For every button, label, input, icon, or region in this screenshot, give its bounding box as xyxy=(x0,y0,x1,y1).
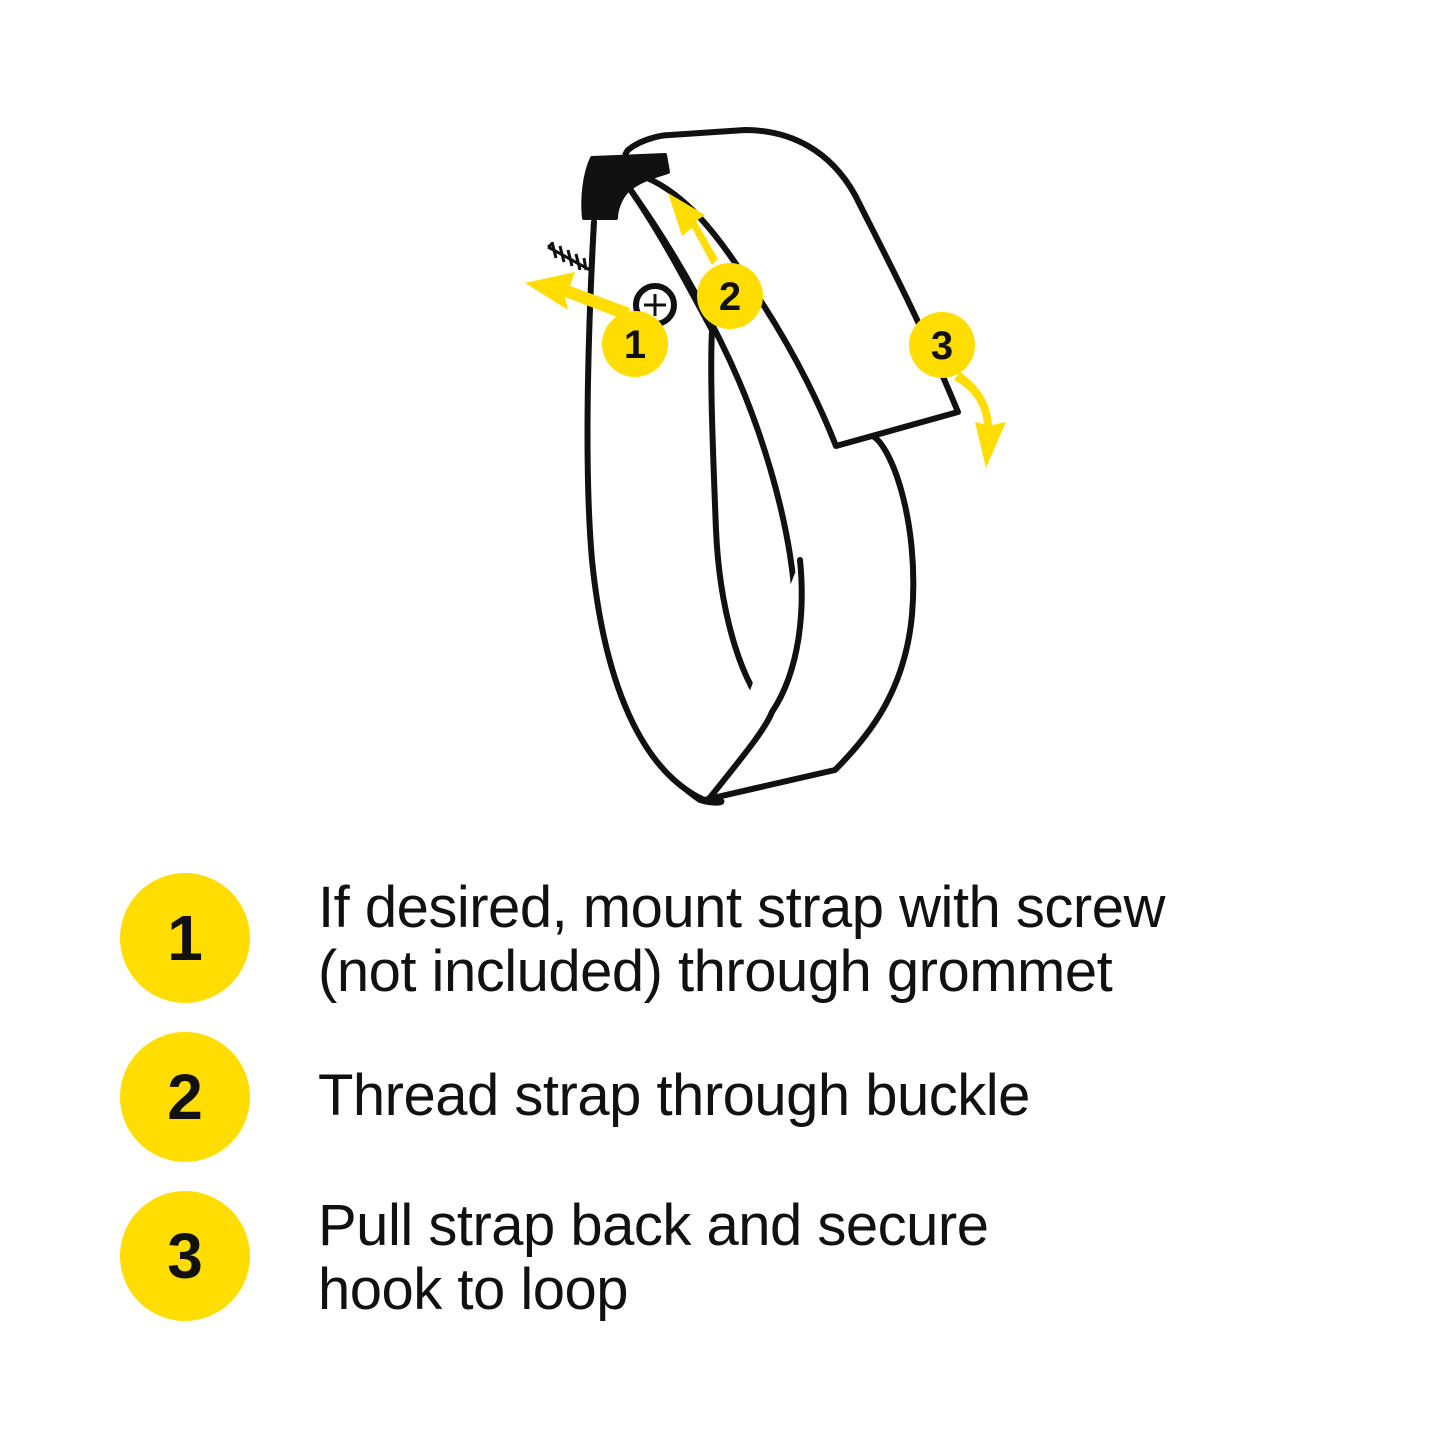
step-3-number: 3 xyxy=(167,1220,203,1292)
buckle-icon xyxy=(581,153,670,220)
callout-2: 2 xyxy=(697,263,763,329)
arrow-3 xyxy=(954,372,1006,468)
arrow-1 xyxy=(525,272,630,320)
step-2-line-1: Thread strap through buckle xyxy=(318,1063,1030,1128)
step-3-badge: 3 xyxy=(120,1191,250,1321)
step-2-text: Thread strap through buckle xyxy=(318,1064,1398,1128)
callout-1: 1 xyxy=(602,311,668,377)
arrow-2 xyxy=(668,193,718,265)
step-3-text: Pull strap back and secure hook to loop xyxy=(318,1194,1398,1322)
strap-lower-band xyxy=(705,557,805,803)
strap-diagram: 1 2 3 xyxy=(525,127,1006,806)
step-1-number: 1 xyxy=(167,902,203,974)
step-1-text: If desired, mount strap with screw (not … xyxy=(318,876,1398,1004)
strap-icon xyxy=(584,127,961,806)
step-1-badge: 1 xyxy=(120,873,250,1003)
step-2-number: 2 xyxy=(167,1061,203,1133)
callout-2-label: 2 xyxy=(719,275,741,319)
step-2-badge: 2 xyxy=(120,1032,250,1162)
callout-3-label: 3 xyxy=(931,324,953,368)
screw-icon xyxy=(547,241,591,272)
step-1-line-1: If desired, mount strap with screw xyxy=(318,875,1165,940)
callout-3: 3 xyxy=(909,312,975,378)
callout-1-label: 1 xyxy=(624,323,646,367)
step-1-line-2: (not included) through grommet xyxy=(318,939,1113,1004)
strap-front-band xyxy=(622,127,961,449)
arrow-icon xyxy=(525,193,1006,468)
step-3-line-1: Pull strap back and secure xyxy=(318,1193,989,1258)
step-3-line-2: hook to loop xyxy=(318,1257,629,1322)
